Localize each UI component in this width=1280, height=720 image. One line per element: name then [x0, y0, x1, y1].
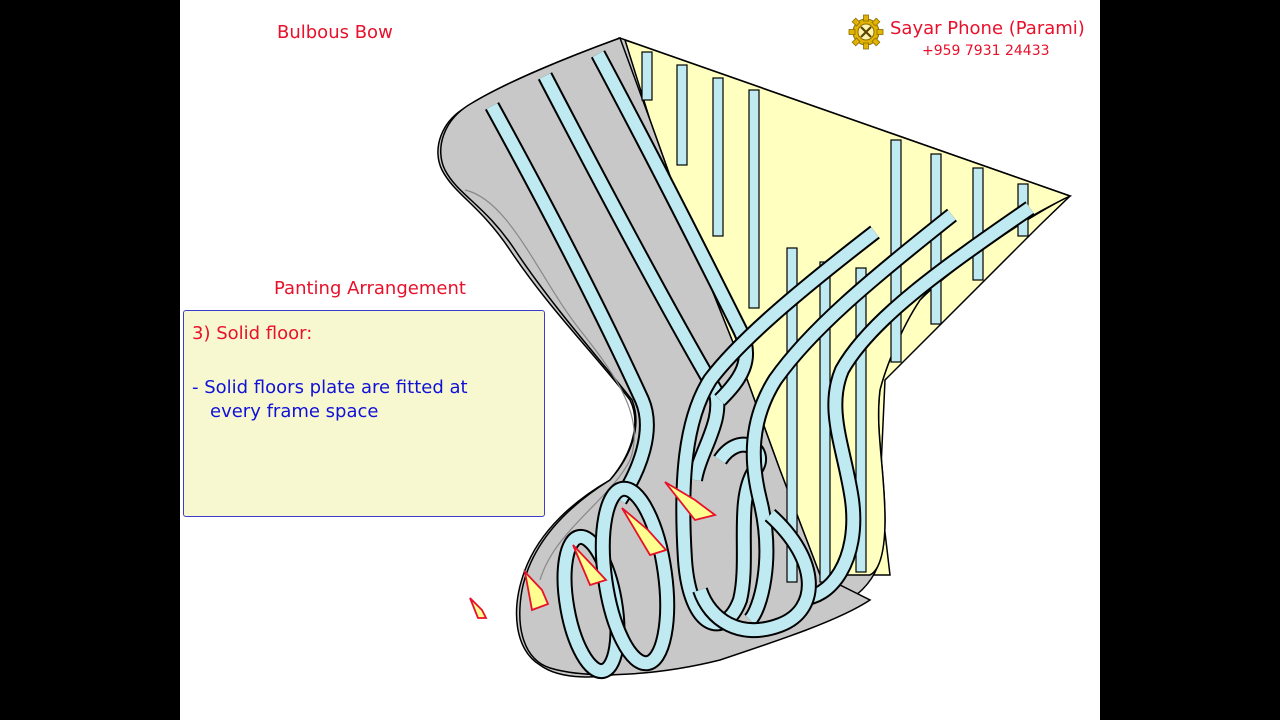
info-heading: 3) Solid floor: [192, 323, 313, 344]
solid-floor-4 [621, 507, 668, 557]
bulbous-bow-diagram [437, 37, 1072, 680]
frame-7 [692, 509, 817, 638]
gear-tools-icon [848, 14, 884, 50]
frames [484, 50, 1035, 680]
solid-floor-3 [572, 544, 608, 587]
info-box: 3) Solid floor: - Solid floors plate are… [183, 310, 545, 517]
brand-phone: +959 7931 24433 [922, 43, 1050, 59]
frame-1 [484, 102, 655, 505]
section-subtitle: Panting Arrangement [274, 278, 466, 299]
frame-6 [799, 201, 1035, 606]
frame-5 [743, 208, 957, 626]
info-body: - Solid floors plate are fitted at every… [192, 376, 468, 424]
brand-logo: Sayar Phone (Parami) +959 7931 24433 [848, 12, 1098, 62]
brand-name: Sayar Phone (Parami) [890, 18, 1085, 39]
solid-floors [469, 481, 718, 619]
solid-floor-5 [664, 481, 718, 522]
solid-floor-2 [523, 569, 550, 612]
bulb-inner-line [464, 189, 635, 581]
slide-title: Bulbous Bow [277, 22, 393, 43]
slide: Bulbous Bow Panting Arrangement S [180, 0, 1100, 720]
info-line-1: - Solid floors plate are fitted at [192, 377, 468, 398]
solid-floor-1 [469, 597, 488, 619]
frame-2 [537, 72, 726, 482]
frame-3 [590, 50, 755, 406]
info-line-2: every frame space [210, 401, 379, 422]
